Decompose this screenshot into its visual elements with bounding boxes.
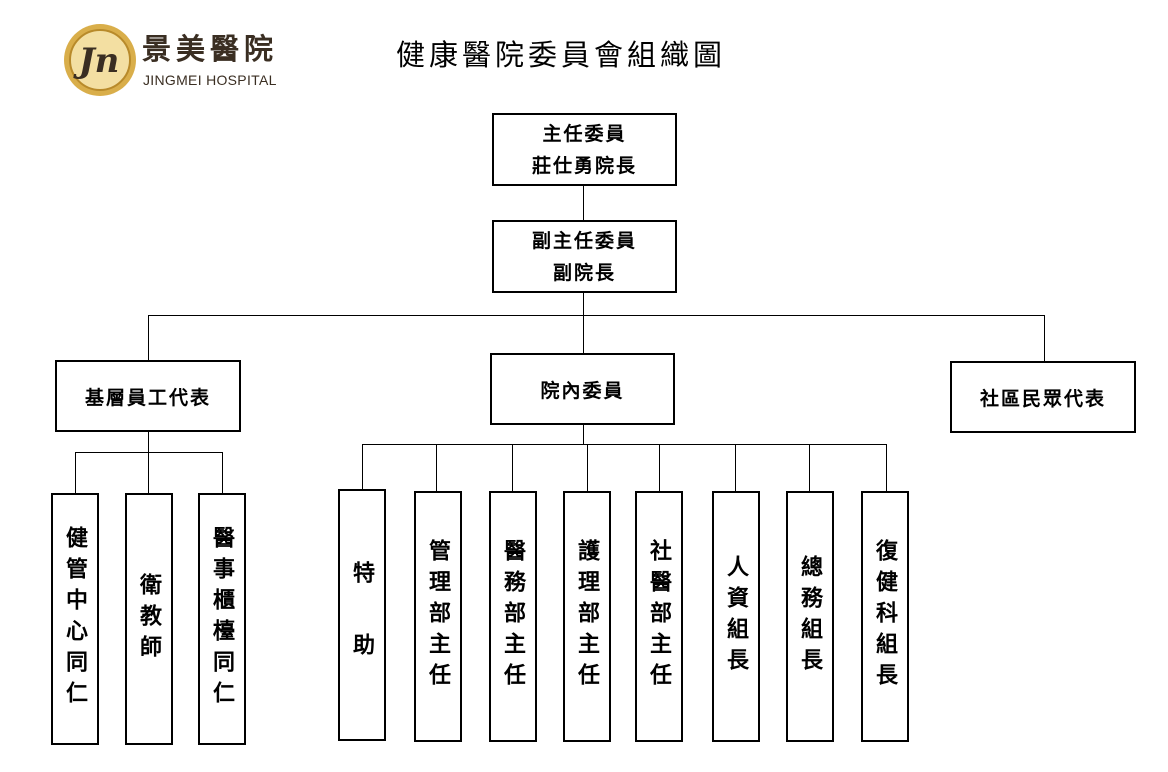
member-label: 護理部主任 <box>574 539 600 694</box>
connector <box>148 452 149 494</box>
connector <box>362 444 363 490</box>
chair-name: 莊仕勇院長 <box>531 154 637 177</box>
connector <box>148 430 149 452</box>
connector <box>436 444 437 492</box>
member-label: 復健科組長 <box>872 539 898 694</box>
member-box-general-affairs-leader: 總務組長 <box>786 491 834 742</box>
hospital-name-cn: 景美醫院 <box>142 32 279 66</box>
svg-text:Jn: Jn <box>73 41 120 81</box>
connector <box>1044 315 1045 363</box>
member-label: 醫事櫃檯同仁 <box>209 526 235 712</box>
member-box-admin-director: 管理部主任 <box>414 491 462 742</box>
internal-committee-label: 院內委員 <box>540 379 625 402</box>
connector <box>735 444 736 492</box>
vice-chair-name: 副院長 <box>552 261 616 284</box>
connector <box>886 444 887 492</box>
vice-chair-role: 副主任委員 <box>531 229 637 252</box>
connector <box>362 444 886 445</box>
connector <box>587 444 588 492</box>
connector <box>659 444 660 492</box>
chair-role: 主任委員 <box>542 122 627 145</box>
page-title: 健康醫院委員會組織圖 <box>396 38 727 72</box>
connector <box>583 292 584 354</box>
connector <box>583 185 584 221</box>
connector <box>75 452 76 494</box>
staff-rep-box: 基層員工代表 <box>55 360 241 432</box>
member-box-health-educator: 衛教師 <box>125 493 173 745</box>
member-box-special-assistant: 特 助 <box>338 489 386 741</box>
member-box-health-center-staff: 健管中心同仁 <box>51 493 99 745</box>
member-label: 醫務部主任 <box>500 539 526 694</box>
vice-chair-box: 副主任委員 副院長 <box>492 220 677 293</box>
member-box-medical-counter-staff: 醫事櫃檯同仁 <box>198 493 246 745</box>
connector <box>583 424 584 444</box>
member-label: 特 助 <box>349 561 375 669</box>
member-box-nursing-director: 護理部主任 <box>563 491 611 742</box>
connector <box>148 315 1044 316</box>
member-box-social-medicine-director: 社醫部主任 <box>635 491 683 742</box>
chair-box: 主任委員 莊仕勇院長 <box>492 113 677 186</box>
internal-committee-box: 院內委員 <box>490 353 675 425</box>
community-rep-label: 社區民眾代表 <box>979 387 1106 410</box>
member-label: 社醫部主任 <box>646 539 672 694</box>
member-label: 管理部主任 <box>425 539 451 694</box>
hospital-logo-icon: Jn <box>64 24 136 96</box>
connector <box>222 452 223 494</box>
staff-rep-label: 基層員工代表 <box>84 386 211 409</box>
member-label: 健管中心同仁 <box>62 526 88 712</box>
connector <box>512 444 513 492</box>
member-box-hr-leader: 人資組長 <box>712 491 760 742</box>
connector <box>148 315 149 361</box>
hospital-name-en: JINGMEI HOSPITAL <box>143 72 277 88</box>
member-label: 人資組長 <box>723 554 749 679</box>
member-label: 衛教師 <box>136 572 162 666</box>
member-box-medical-affairs-director: 醫務部主任 <box>489 491 537 742</box>
member-label: 總務組長 <box>797 554 823 679</box>
member-box-rehab-leader: 復健科組長 <box>861 491 909 742</box>
community-rep-box: 社區民眾代表 <box>950 361 1136 433</box>
connector <box>809 444 810 492</box>
connector <box>75 452 223 453</box>
